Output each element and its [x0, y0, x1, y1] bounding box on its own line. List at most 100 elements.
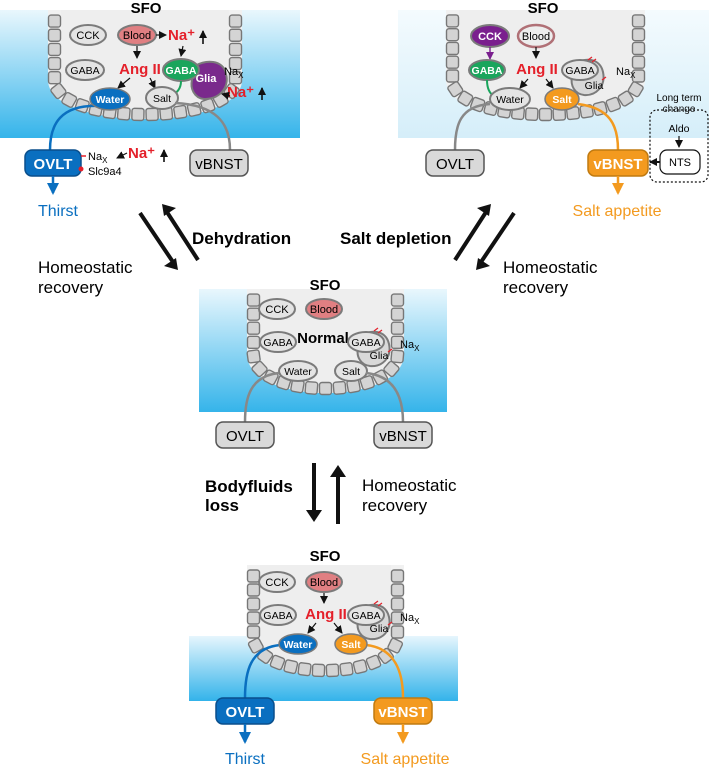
ependymal-cell — [390, 583, 405, 597]
ependymal-cell — [445, 41, 460, 56]
ovlt-label: OVLT — [34, 156, 73, 173]
water-to-ovlt-path — [243, 643, 281, 699]
ependymal-cell — [297, 662, 312, 677]
gaba-node-right — [347, 331, 385, 353]
ependymal-cell — [47, 56, 62, 71]
ovlt-label: OVLT — [226, 704, 265, 721]
arrowhead — [164, 258, 178, 270]
glia-label: Glia — [196, 73, 218, 85]
salt-label: Salt — [341, 639, 361, 651]
vbnst-label: vBNST — [593, 156, 642, 173]
nts-label: NTS — [669, 157, 691, 169]
water-to-ovlt-path — [453, 102, 491, 151]
ang-to-water-arrow — [519, 78, 529, 89]
arrow-to-dehydration — [163, 207, 200, 262]
nax-red-mark — [377, 602, 383, 607]
arrowhead — [477, 204, 491, 216]
water-label: Water — [496, 94, 524, 106]
long-term-change-box — [649, 109, 709, 183]
ependymal-cell — [311, 663, 326, 678]
sfo-cup — [246, 289, 405, 396]
nax-red-mark — [387, 348, 393, 353]
water-node — [489, 87, 531, 111]
water-label: Water — [284, 639, 313, 651]
ependymal-cell — [269, 654, 286, 671]
ependymal-cell — [390, 569, 405, 583]
salt-depletion-label: Salt depletion — [340, 229, 451, 248]
blood-label: Blood — [310, 577, 338, 589]
ovlt-nax-label: NaX — [88, 151, 108, 165]
ependymal-cell — [390, 321, 405, 335]
water-node — [278, 360, 318, 382]
ependymal-cell — [631, 27, 646, 42]
ependymal-cell — [61, 91, 78, 108]
salt-to-vbnst-path — [365, 643, 405, 699]
cck-node — [258, 298, 296, 320]
cck-label: CCK — [478, 31, 502, 43]
ang-to-salt-arrow — [148, 77, 156, 89]
ependymal-cell — [352, 659, 368, 675]
nax-red-mark — [373, 327, 379, 332]
ependymal-cell — [631, 14, 646, 28]
gaba-node-right — [561, 59, 599, 81]
cck-node — [69, 24, 107, 46]
ependymal-cell — [246, 625, 261, 639]
ependymal-cell — [631, 69, 646, 83]
ependymal-cell — [390, 597, 405, 611]
ependymal-cell — [390, 307, 405, 321]
water-label: Water — [284, 366, 312, 378]
nax-red-mark — [377, 329, 383, 334]
vbnst-label: vBNST — [378, 704, 427, 721]
salt-to-vbnst-path — [577, 102, 620, 151]
ependymal-cell — [228, 71, 243, 85]
long-term-label: Long term — [656, 93, 701, 104]
ependymal-cell — [390, 349, 405, 364]
ovlt-slc-label: Slc9a4 — [88, 166, 122, 178]
glia-label: Glia — [370, 623, 389, 635]
cck-label: CCK — [265, 577, 289, 589]
nax-red-mark — [591, 58, 597, 63]
normal-label: Normal — [297, 330, 349, 347]
cck-label: CCK — [76, 30, 100, 42]
ependymal-cell — [247, 637, 264, 654]
ependymal-cell — [145, 107, 159, 122]
ependymal-cell — [631, 55, 646, 69]
nax-label: NaX — [400, 612, 420, 626]
ovlt-na-plus-label: Na⁺ — [128, 145, 155, 162]
salt-node-active — [544, 87, 580, 111]
gaba-node-right — [347, 604, 385, 626]
gaba-label-left: GABA — [263, 610, 292, 622]
glia-label: Glia — [370, 350, 389, 362]
salt-to-vbnst-path — [174, 101, 232, 151]
arrowhead — [330, 465, 346, 477]
ependymal-cell — [325, 663, 340, 678]
gaba-node-left — [259, 331, 297, 353]
ependymal-cell — [359, 375, 375, 391]
arrowhead — [476, 258, 490, 270]
ependymal-cell — [390, 625, 405, 639]
panel-dehydration: SFO CCK Blood Na⁺ Ang II GABA GABA Glia … — [0, 0, 300, 220]
ependymal-cell — [457, 90, 474, 107]
ovlt-label: OVLT — [436, 156, 474, 173]
salt-appetite-output: Salt appetite — [573, 203, 662, 220]
gaba-label-left: GABA — [70, 65, 99, 77]
vbnst-box — [373, 421, 433, 449]
ang-to-water-arrow — [307, 622, 317, 634]
ovlt-membrane-dot — [78, 166, 84, 172]
ependymal-cell — [246, 293, 261, 307]
ependymal-cell — [524, 107, 539, 122]
ependymal-cell — [131, 107, 145, 122]
ependymal-cell — [246, 611, 261, 625]
nax-red-mark — [387, 621, 393, 626]
ependymal-cell — [246, 349, 261, 364]
gaba-active-label: GABA — [472, 65, 503, 77]
change-label: change — [663, 104, 696, 115]
glia-label: Glia — [585, 80, 604, 92]
dehydration-label: Dehydration — [192, 229, 291, 248]
